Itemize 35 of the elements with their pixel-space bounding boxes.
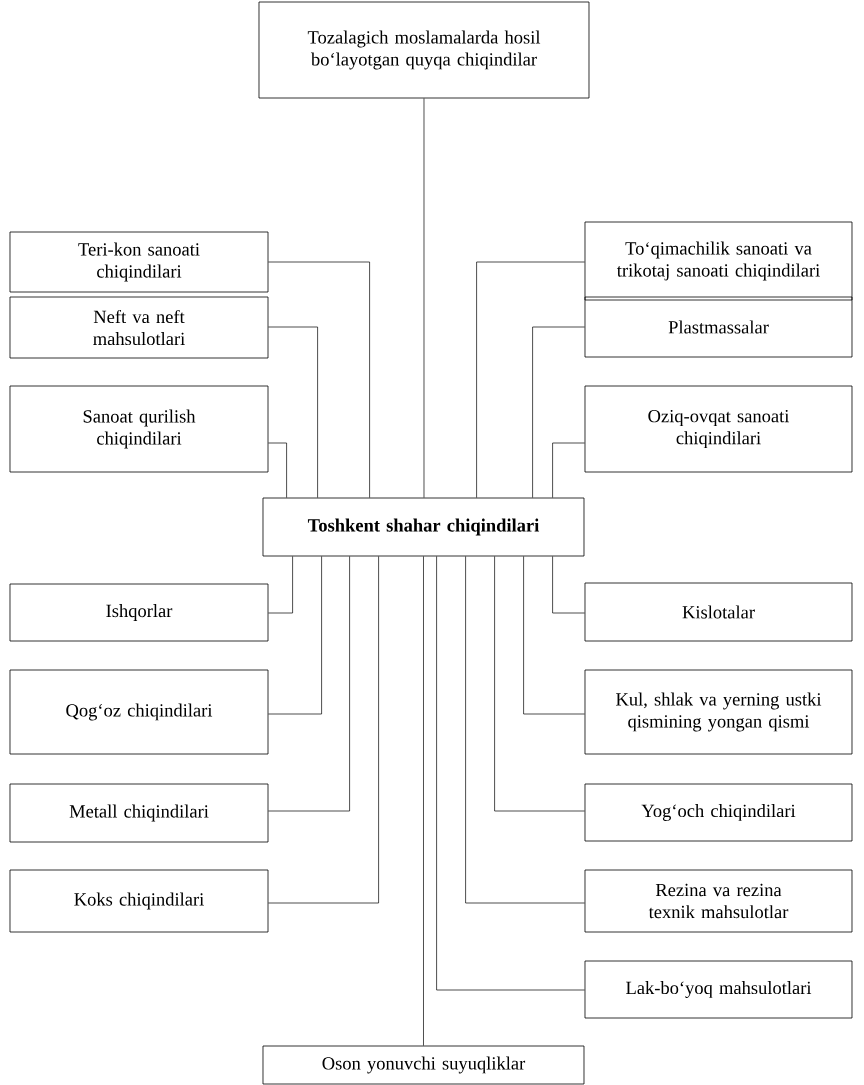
category-box: Oziq-ovqat sanoati chiqindilari [584, 385, 853, 473]
category-box: Yog‘och chiqindilari [584, 783, 853, 842]
connector-line [268, 556, 350, 812]
connector-line [523, 556, 585, 715]
category-box: Ishqorlar [9, 583, 269, 642]
category-box: Kul, shlak va yerning ustki qismining yongan qismi [584, 669, 853, 755]
connector-line [268, 326, 318, 498]
category-box: To‘qimachilik sanoati va trikotaj sanoati chiqindilari [584, 221, 853, 301]
connector-line [494, 556, 585, 812]
connector-line [436, 556, 585, 991]
category-box: Tozalagich moslamalarda hosil bo‘layotgan quyqa chiqindilar [258, 1, 590, 99]
category-box: Oson yonuvchi suyuqliklar [262, 1045, 585, 1085]
connector-line [268, 556, 379, 904]
connector-line [268, 261, 370, 498]
category-box: Plastmassalar [584, 296, 853, 358]
heading-box: Toshkent shahar chiqindilari [262, 497, 585, 557]
category-box: Rezina va rezina texnik mahsulotlar [584, 869, 853, 933]
category-box: Koks chiqindilari [9, 869, 269, 933]
category-box: Sanoat qurilish chiqindilari [9, 385, 269, 473]
connector-line [423, 556, 424, 1046]
category-box: Neft va neft mahsulotlari [9, 296, 269, 359]
category-box: Kislotalar [584, 582, 853, 642]
category-box: Metall chiqindilari [9, 783, 269, 843]
connector-line [268, 442, 287, 498]
connector-line [476, 261, 585, 498]
connector-line [465, 556, 585, 904]
connector-line [268, 556, 322, 715]
connector-line [552, 442, 585, 498]
connector-line [268, 556, 293, 614]
connector-line [423, 98, 425, 498]
category-box: Teri-kon sanoati chiqindilari [9, 231, 269, 293]
connector-line [532, 326, 585, 498]
category-box: Lak-bo‘yoq mahsulotlari [584, 960, 853, 1019]
connector-line [552, 556, 585, 614]
category-box: Qog‘oz chiqindilari [9, 669, 269, 755]
